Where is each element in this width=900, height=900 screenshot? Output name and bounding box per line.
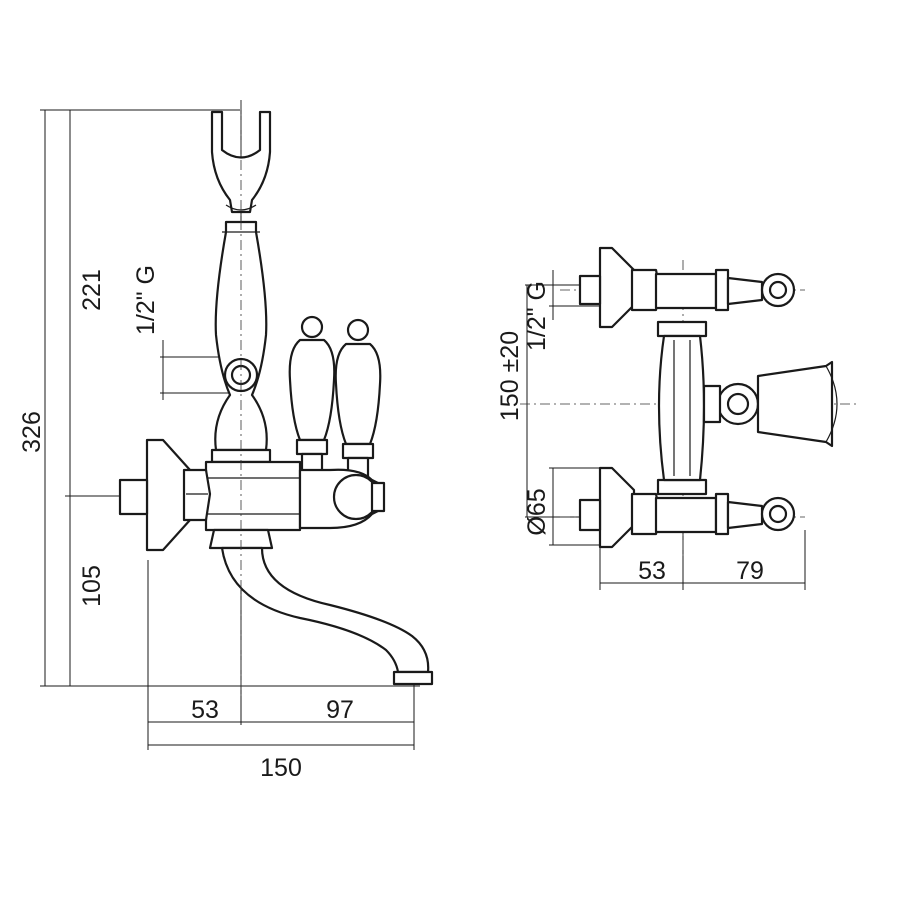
dim-diameter: Ø65: [523, 488, 551, 535]
dim-center-distance: 150 ±20: [496, 331, 524, 421]
nut: [182, 468, 212, 522]
dim-total-width: 150: [260, 754, 302, 782]
front-view: 326 221 105 1/2" G 53 97 150: [18, 100, 434, 782]
dim-thread-front: 1/2" G: [132, 265, 160, 335]
dim-upper-height: 221: [78, 269, 106, 311]
aerator: [392, 670, 434, 686]
dim-top-right-width: 79: [736, 557, 764, 585]
dim-lower-height: 105: [78, 565, 106, 607]
top-view: 150 ±20 1/2" G Ø65 53 79: [496, 246, 860, 590]
dim-top-left-width: 53: [638, 557, 666, 585]
dim-left-width: 53: [191, 696, 219, 724]
upper-connection: [578, 246, 796, 329]
spout: [220, 546, 430, 674]
dim-total-height: 326: [18, 411, 46, 453]
lower-connection: [578, 466, 796, 549]
spout-collar: [208, 528, 274, 550]
mixer-body: [204, 460, 302, 532]
cold-handle: [334, 318, 382, 480]
center-outlet: [702, 360, 838, 448]
center-column: [656, 320, 708, 496]
dim-right-width: 97: [326, 696, 354, 724]
hot-handle: [288, 315, 336, 476]
dim-thread-top: 1/2" G: [523, 281, 551, 351]
